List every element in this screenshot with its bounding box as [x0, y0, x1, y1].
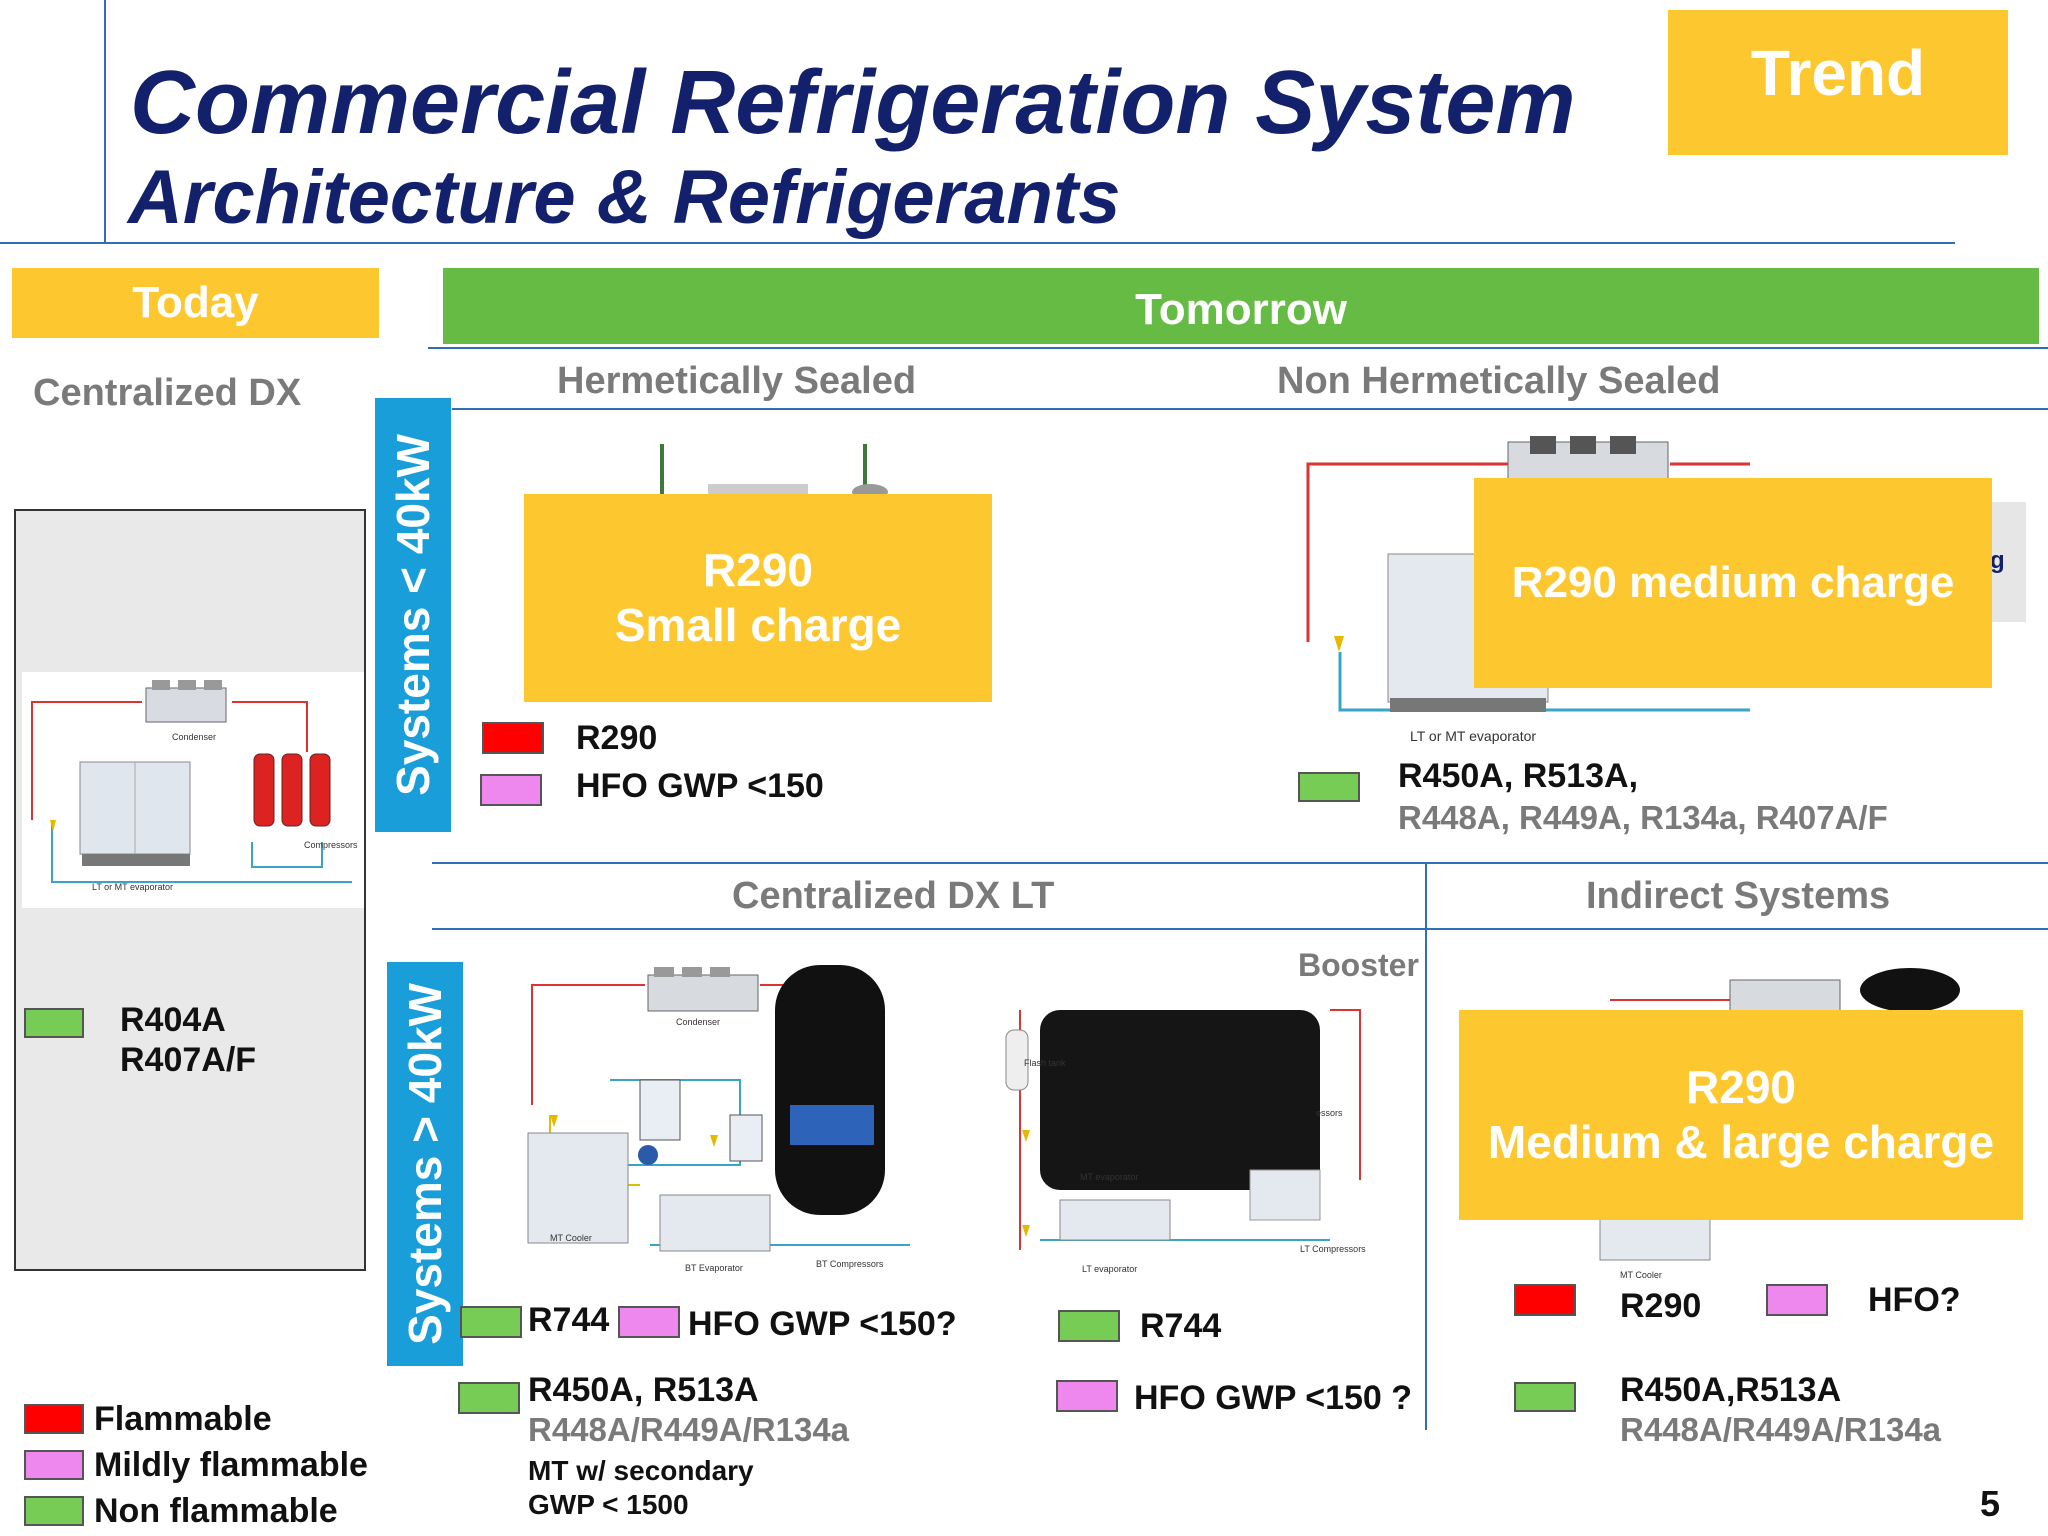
indirect-ref-r290: R290	[1620, 1287, 1702, 1325]
lt-r450-swatch	[458, 1382, 520, 1414]
diagram-label-nh-evaporator: LT or MT evaporator	[1410, 728, 1536, 744]
lt-ref-line1: R450A, R513A	[528, 1371, 759, 1409]
non-hermetic-overlay: R290 medium charge	[1474, 478, 1992, 688]
section-underline-top	[452, 408, 2048, 410]
legend-flammable-swatch	[24, 1404, 84, 1434]
indirect-heading: Indirect Systems	[1586, 875, 1891, 917]
today-heading: Centralized DX	[33, 372, 302, 414]
header-underline	[0, 242, 1955, 244]
hermetic-diagram-top	[640, 440, 890, 500]
trend-badge: Trend	[1668, 10, 2008, 155]
lt-ref-line2: R448A/R449A/R134a	[528, 1411, 850, 1448]
peek-panel: g	[1990, 502, 2026, 622]
indirect-ref-line2: R448A/R449A/R134a	[1620, 1411, 1942, 1448]
today-ref-line1: R404A	[120, 1001, 226, 1039]
lt-label-mt-cooler: MT Cooler	[550, 1233, 592, 1243]
lt-r744-swatch	[460, 1306, 522, 1338]
diagram-label-compressors: Compressors	[304, 840, 358, 850]
column-divider-bottom	[1425, 862, 1427, 1430]
side-label-small-systems: Systems < 40kW	[375, 398, 451, 832]
booster-ref-r744: R744	[1140, 1307, 1222, 1345]
indirect-label-mt-cooler: MT Cooler	[1620, 1270, 1662, 1280]
legend-flammable: Flammable	[94, 1400, 272, 1438]
diagram-label-condenser: Condenser	[172, 732, 216, 742]
booster-diagram: Flash tank MT evaporator LT evaporator L…	[1000, 990, 1410, 1280]
booster-label-flash-tank: Flash tank	[1024, 1058, 1066, 1068]
indirect-overlay-line2: Medium & large charge	[1487, 1116, 1995, 1168]
today-ref-line2: R407A/F	[120, 1041, 257, 1079]
non-hermetic-ref-line2: R448A, R449A, R134a, R407A/F	[1398, 799, 1888, 836]
lt-hfo-swatch	[618, 1306, 680, 1338]
non-hermetic-swatch	[1298, 772, 1360, 802]
hermetic-overlay-line1: R290	[703, 543, 813, 596]
peek-letter: g	[1990, 547, 2005, 574]
indirect-overlay-line1: R290	[1686, 1060, 1796, 1113]
centralized-lt-diagram: Condenser MT Cooler BT Evaporator BT Com…	[520, 945, 940, 1275]
booster-label-lt-compressors: LT Compressors	[1300, 1244, 1366, 1254]
lt-label-condenser: Condenser	[676, 1017, 720, 1027]
indirect-ref-hfo: HFO?	[1868, 1281, 1961, 1319]
non-hermetic-overlay-text: R290 medium charge	[1511, 557, 1955, 607]
hermetic-heading: Hermetically Sealed	[557, 360, 917, 402]
legend-mildly-flammable: Mildly flammable	[94, 1446, 368, 1484]
flammable-swatch	[482, 722, 544, 754]
diagram-label-evaporator: LT or MT evaporator	[92, 882, 173, 892]
hermetic-overlay: R290 Small charge	[524, 494, 992, 702]
lt-note-line1: MT w/ secondary	[528, 1455, 754, 1486]
booster-label: Booster	[1298, 947, 1419, 983]
tomorrow-underline	[428, 347, 2048, 349]
mildly-flammable-swatch	[480, 774, 542, 806]
hermetic-ref1: R290	[576, 719, 658, 757]
non-hermetic-ref-line1: R450A, R513A,	[1398, 757, 1639, 795]
indirect-r290-swatch	[1514, 1284, 1576, 1316]
page-number: 5	[1980, 1483, 2001, 1524]
tomorrow-bar: Tomorrow	[443, 268, 2039, 344]
lt-note-line2: GWP < 1500	[528, 1489, 689, 1520]
page-subtitle: Architecture & Refrigerants	[128, 155, 1121, 240]
booster-label-lt-evaporator: LT evaporator	[1082, 1264, 1137, 1274]
non-hermetic-heading: Non Hermetically Sealed	[1277, 360, 1721, 402]
today-bar: Today	[12, 268, 379, 338]
non-flammable-swatch	[24, 1008, 84, 1038]
indirect-ref-line1: R450A,R513A	[1620, 1371, 1842, 1409]
legend-mildly-swatch	[24, 1450, 84, 1480]
hermetic-overlay-line2: Small charge	[614, 599, 902, 651]
lt-ref-hfo: HFO GWP <150?	[688, 1305, 957, 1343]
centralized-dx-diagram: Condenser Compressors LT or MT evaporato…	[22, 672, 364, 908]
indirect-hfo-swatch	[1766, 1284, 1828, 1316]
booster-r744-swatch	[1058, 1310, 1120, 1342]
section-divider-middle	[432, 862, 2048, 864]
page-title: Commercial Refrigeration System	[130, 53, 1576, 153]
booster-label-mt-compressors: essors	[1316, 1108, 1343, 1118]
lt-ref-r744: R744	[528, 1301, 610, 1339]
booster-label-mt-evaporator: MT evaporator	[1080, 1172, 1138, 1182]
legend-non-swatch	[24, 1496, 84, 1526]
indirect-overlay: R290 Medium & large charge	[1459, 1010, 2023, 1220]
legend-non-flammable: Non flammable	[94, 1492, 338, 1530]
header-divider	[104, 0, 106, 244]
indirect-r450-swatch	[1514, 1382, 1576, 1412]
hermetic-ref2: HFO GWP <150	[576, 767, 824, 805]
side-label-large-systems: Systems > 40kW	[387, 962, 463, 1366]
section-underline-bottom	[432, 928, 2048, 930]
booster-hfo-swatch	[1056, 1380, 1118, 1412]
booster-ref-hfo: HFO GWP <150 ?	[1134, 1379, 1413, 1417]
centralized-lt-heading: Centralized DX LT	[732, 875, 1055, 917]
lt-label-bt-compressors: BT Compressors	[816, 1259, 884, 1269]
lt-label-bt-evaporator: BT Evaporator	[685, 1263, 743, 1273]
